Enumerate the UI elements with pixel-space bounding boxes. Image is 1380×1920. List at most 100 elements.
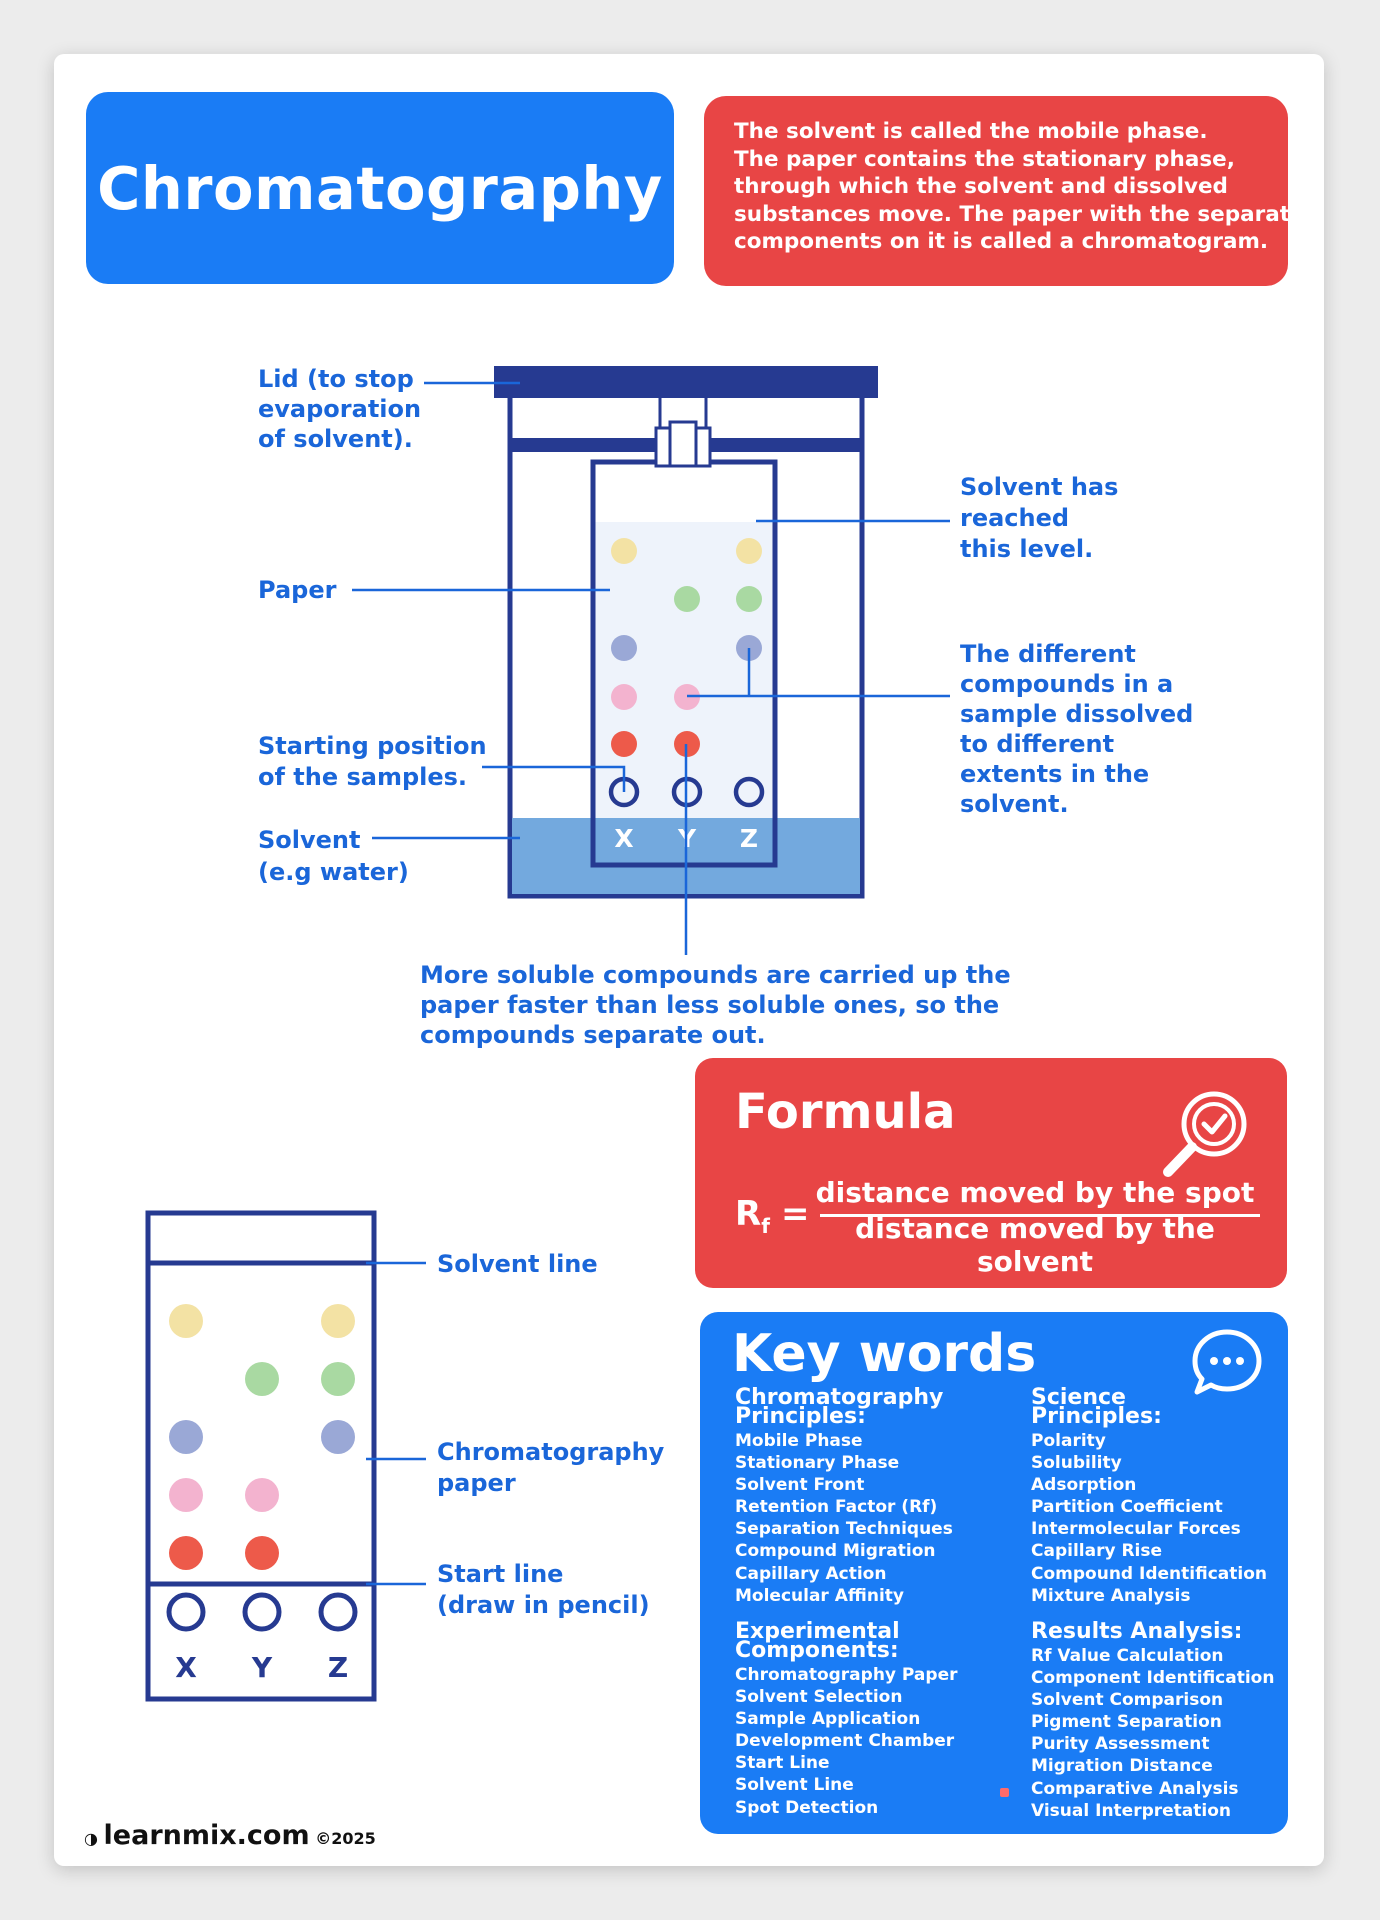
keyword-item: Capillary Action: [735, 1563, 887, 1584]
solvent-level-label: Solvent has reached this level.: [960, 473, 1127, 563]
learnmix-logo-icon: ◑: [84, 1829, 98, 1848]
spot-x-red: [169, 1536, 203, 1570]
keyword-item: Spot Detection: [735, 1797, 879, 1818]
bottom-label: More soluble compounds are carried up th…: [420, 961, 1019, 1049]
spot-y-green: [674, 586, 700, 612]
solvent-line-label: Solvent line: [437, 1250, 598, 1278]
start-ring-x: [166, 1592, 206, 1632]
spot-x-yellow: [611, 538, 637, 564]
start-ring-z: [318, 1592, 358, 1632]
keyword-item: Solvent Selection: [735, 1687, 903, 1708]
keywords-title: Key words: [732, 1324, 1037, 1384]
keyword-item: Solubility: [1031, 1453, 1122, 1474]
keyword-item: Compound Migration: [735, 1541, 936, 1562]
lane-label-z: Z: [740, 824, 758, 853]
chromatogram-diagram: X Y Z Solvent line Chromatography paper …: [145, 1210, 673, 1702]
leader-lines: [352, 381, 950, 955]
start-ring-z: [733, 776, 765, 808]
keyword-item: Component Identification: [1031, 1668, 1275, 1689]
info-line: The solvent is called the mobile phase.: [734, 119, 1208, 144]
footer-year: ©2025: [315, 1829, 376, 1848]
keyword-item: Comparative Analysis: [1031, 1778, 1239, 1799]
spot-z-yellow: [321, 1304, 355, 1338]
spot-x-pink: [611, 684, 637, 710]
keyword-item: Molecular Affinity: [735, 1585, 904, 1606]
chromatogram-start-rings: [166, 1592, 358, 1632]
title-banner: Chromatography: [86, 92, 674, 284]
keyword-item: Partition Coefficient: [1031, 1497, 1223, 1518]
magnifier-check-icon: [1163, 1091, 1247, 1177]
spot-x-yellow: [169, 1304, 203, 1338]
info-line: components on it is called a chromatogra…: [734, 229, 1269, 254]
keyword-section: Results Analysis: Rf Value Calculation C…: [1031, 1619, 1275, 1822]
spot-z-green: [321, 1362, 355, 1396]
formula-title: Formula: [735, 1084, 956, 1140]
keyword-item: Mobile Phase: [735, 1431, 863, 1451]
formula-numerator: distance moved by the spot: [815, 1176, 1255, 1209]
fraction-bar: [820, 1214, 1260, 1217]
paper-label: Paper: [258, 576, 337, 604]
keyword-item: Chromatography Paper: [735, 1665, 958, 1685]
keyword-item: Separation Techniques: [735, 1519, 953, 1540]
keyword-item: Compound Identification: [1031, 1563, 1267, 1584]
keyword-item: Solvent Line: [735, 1775, 854, 1796]
keyword-item: Polarity: [1031, 1431, 1106, 1451]
spot-y-red: [245, 1536, 279, 1570]
formula-denominator: distance moved by the solvent: [855, 1212, 1215, 1278]
spot-x-blue: [611, 635, 637, 661]
keyword-item: Migration Distance: [1031, 1756, 1213, 1777]
solvent-label: Solvent (e.g water): [258, 826, 409, 886]
keyword-item: Retention Factor (Rf): [735, 1497, 938, 1518]
chromatogram-paper: [145, 1210, 377, 1702]
keyword-item: Solvent Comparison: [1031, 1690, 1224, 1711]
paper-clip-icon: [654, 398, 712, 468]
keyword-item: Development Chamber: [735, 1731, 955, 1752]
info-line: through which the solvent and dissolved: [734, 174, 1228, 199]
spot-z-blue: [321, 1420, 355, 1454]
spot-x-pink: [169, 1478, 203, 1512]
lid-label: Lid (to stop evaporation of solvent).: [258, 365, 429, 453]
keyword-item: Visual Interpretation: [1031, 1800, 1232, 1821]
spot-z-green: [736, 586, 762, 612]
info-box: The solvent is called the mobile phase. …: [704, 96, 1321, 286]
keyword-item: Mixture Analysis: [1031, 1585, 1191, 1606]
spot-z-yellow: [736, 538, 762, 564]
lane-label-z: Z: [328, 1651, 348, 1684]
keyword-item: Rf Value Calculation: [1031, 1646, 1224, 1666]
keyword-item: Start Line: [735, 1753, 830, 1774]
footer: ◑ learnmix.com ©2025: [84, 1820, 376, 1851]
chromatogram-spots: [169, 1304, 355, 1570]
paper-wet-area: [594, 522, 774, 818]
lane-label-x: X: [614, 824, 633, 853]
keyword-item: Sample Application: [735, 1709, 921, 1730]
start-position-label: Starting position of the samples.: [258, 732, 495, 791]
keyword-item: Adsorption: [1031, 1475, 1137, 1496]
chromatography-paper-label: Chromatography paper: [437, 1438, 673, 1497]
lid: [494, 366, 878, 398]
marker-icon: [1000, 1788, 1009, 1797]
spot-x-blue: [169, 1420, 203, 1454]
start-ring-y: [242, 1592, 282, 1632]
equals-sign: =: [781, 1194, 810, 1234]
start-line-label: Start line (draw in pencil): [437, 1560, 650, 1619]
keyword-item: Pigment Separation: [1031, 1712, 1222, 1733]
info-line: The paper contains the stationary phase,: [734, 146, 1235, 172]
spot-y-green: [245, 1362, 279, 1396]
keyword-item: Solvent Front: [735, 1475, 865, 1496]
lane-label-x: X: [175, 1651, 197, 1684]
formula-box: Formula Rf = distance moved by the spot …: [695, 1058, 1287, 1288]
footer-brand[interactable]: learnmix.com: [103, 1820, 310, 1851]
keyword-item: Capillary Rise: [1031, 1541, 1163, 1562]
keyword-heading: Results Analysis:: [1031, 1619, 1243, 1644]
page-title: Chromatography: [97, 153, 663, 223]
tank-diagram: X Y Z Lid (to stop evaporation of solven…: [258, 365, 1193, 1049]
info-line: substances move. The paper with the sepa…: [734, 201, 1321, 227]
keyword-item: Stationary Phase: [735, 1453, 900, 1474]
rf-symbol: Rf: [735, 1194, 770, 1238]
